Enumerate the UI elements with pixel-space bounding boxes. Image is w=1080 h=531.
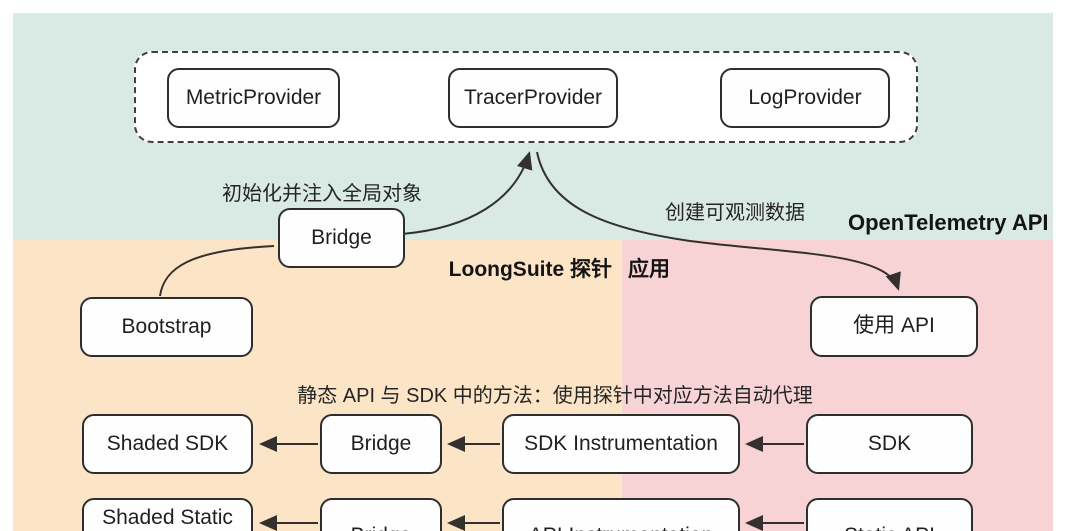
node-log-provider: LogProvider bbox=[720, 68, 890, 128]
label-loongsuite-probe: LoongSuite 探针 bbox=[448, 258, 612, 281]
annotation-init-inject: 初始化并注入全局对象 bbox=[222, 183, 422, 205]
node-use-api-label: 使用 API bbox=[853, 314, 935, 338]
node-bridge-static-label: Bridge bbox=[351, 524, 412, 531]
node-bridge-top: Bridge bbox=[278, 208, 405, 268]
node-shaded-static: Shaded Static bbox=[82, 498, 253, 531]
node-sdk-instrumentation: SDK Instrumentation bbox=[502, 414, 740, 474]
node-metric-provider-label: MetricProvider bbox=[185, 85, 322, 109]
node-bootstrap: Bootstrap bbox=[80, 297, 253, 357]
node-bootstrap-label: Bootstrap bbox=[121, 314, 212, 338]
node-sdk: SDK bbox=[806, 414, 973, 474]
node-api-instrumentation: API Instrumentation bbox=[502, 498, 740, 531]
label-application: 应用 bbox=[628, 258, 670, 281]
node-static-api: Static API bbox=[806, 498, 973, 531]
node-tracer-provider-label: TracerProvider bbox=[463, 85, 603, 109]
node-shaded-sdk-label: Shaded SDK bbox=[106, 431, 229, 455]
annotation-create-data: 创建可观测数据 bbox=[665, 202, 805, 224]
node-static-api-label: Static API bbox=[844, 524, 935, 531]
node-tracer-provider: TracerProvider bbox=[448, 68, 618, 128]
node-bridge-top-label: Bridge bbox=[311, 225, 372, 249]
node-sdk-instrumentation-label: SDK Instrumentation bbox=[524, 431, 718, 455]
label-opentelemetry-api: OpenTelemetry API bbox=[848, 210, 1049, 235]
node-bridge-sdk: Bridge bbox=[320, 414, 442, 474]
node-shaded-sdk: Shaded SDK bbox=[82, 414, 253, 474]
region-application bbox=[622, 240, 1053, 531]
annotation-static-proxy: 静态 API 与 SDK 中的方法：使用探针中对应方法自动代理 bbox=[297, 385, 813, 407]
node-bridge-sdk-label: Bridge bbox=[350, 431, 412, 455]
region-loongsuite-probe bbox=[13, 240, 622, 531]
node-metric-provider: MetricProvider bbox=[167, 68, 340, 128]
node-shaded-static-label: Shaded Static bbox=[102, 506, 233, 529]
node-api-instrumentation-label: API Instrumentation bbox=[529, 524, 713, 531]
node-sdk-label: SDK bbox=[867, 431, 912, 455]
node-bridge-static: Bridge bbox=[320, 498, 442, 531]
node-use-api: 使用 API bbox=[810, 296, 978, 357]
node-log-provider-label: LogProvider bbox=[748, 85, 862, 109]
